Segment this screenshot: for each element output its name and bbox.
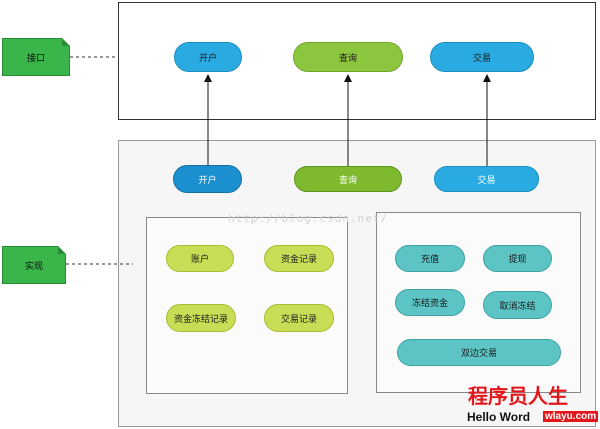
impl-node-trade: 交易 — [434, 166, 539, 192]
left-item-account: 账户 — [166, 245, 234, 272]
impl-node-query: 查询 — [294, 166, 402, 192]
left-item-trade-record: 交易记录 — [264, 304, 334, 332]
interface-node-trade: 交易 — [430, 42, 534, 72]
note-implementation-label: 实现 — [24, 261, 43, 272]
watermark: http://blog.csdn.net/ — [228, 212, 389, 225]
left-item-frozen-fund-record: 资金冻结记录 — [166, 304, 236, 332]
brand-site: wlayu.com — [543, 411, 599, 422]
brand-title: 程序员人生 — [468, 384, 568, 408]
right-item-freeze-fund: 冻结资金 — [395, 289, 465, 316]
right-item-bilateral-trade: 双边交易 — [397, 339, 561, 366]
right-item-withdraw: 提现 — [483, 245, 552, 272]
right-item-cancel-freeze: 取消冻结 — [483, 291, 552, 319]
interface-node-query: 查询 — [293, 42, 403, 72]
right-item-recharge: 充值 — [395, 245, 465, 272]
left-item-fund-record: 资金记录 — [264, 245, 334, 272]
impl-node-open-account: 开户 — [173, 165, 242, 193]
note-implementation: 实现 — [2, 246, 66, 284]
interface-node-open-account: 开户 — [174, 42, 242, 72]
brand-subtitle: Hello Word — [467, 410, 531, 424]
note-interface: 接口 — [2, 38, 70, 76]
note-interface-label: 接口 — [26, 53, 45, 64]
